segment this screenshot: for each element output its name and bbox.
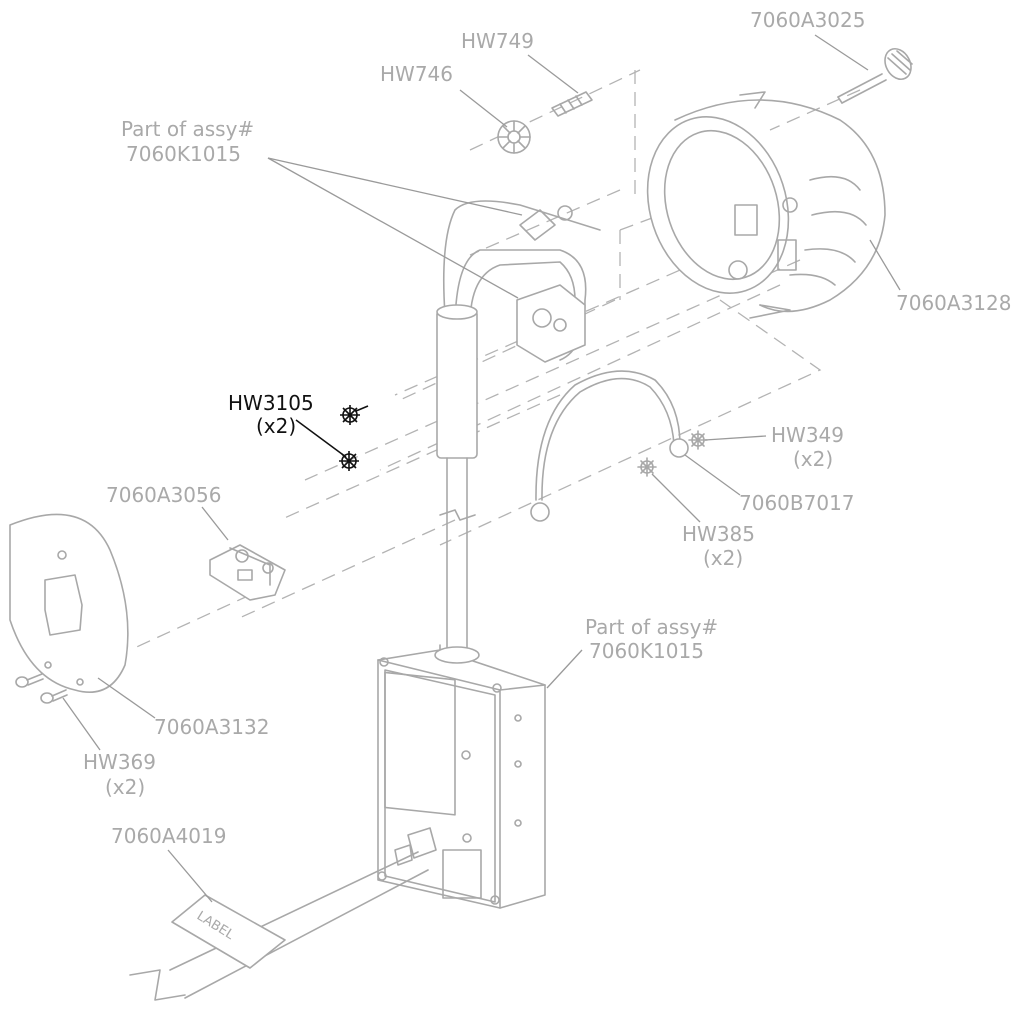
label-HW3105-line2: (x2) [256, 414, 296, 438]
label-7060A3132: 7060A3132 [154, 715, 269, 739]
bell-housing-7060A3128 [646, 91, 886, 319]
screws-HW369 [15, 673, 68, 704]
label-assy-2-line1: Part of assy# [585, 615, 718, 639]
spring-HW749 [551, 91, 593, 117]
star-washer-HW385 [637, 457, 657, 477]
label-HW349-line1: HW349 [771, 423, 844, 447]
label-tag-7060A4019: LABEL [129, 894, 286, 1001]
label-7060A3056: 7060A3056 [106, 483, 221, 507]
bracket-7060A3056 [209, 544, 286, 601]
label-HW385-line1: HW385 [682, 522, 755, 546]
label-HW349-line2: (x2) [793, 447, 833, 471]
callout-labels: 7060A3025 HW749 HW746 Part of assy# 7060… [83, 8, 1011, 848]
star-washer-HW349 [688, 430, 708, 450]
label-HW3105-line1: HW3105 [228, 391, 314, 415]
label-assy-1-line1: Part of assy# [121, 117, 254, 141]
label-HW369-line2: (x2) [105, 775, 145, 799]
label-HW385-line2: (x2) [703, 546, 743, 570]
enclosure-box [169, 644, 546, 999]
label-7060A3025: 7060A3025 [750, 8, 865, 32]
washer-HW746 [497, 120, 531, 154]
label-7060A3128: 7060A3128 [896, 291, 1011, 315]
pole-assembly [436, 200, 601, 649]
label-7060B7017: 7060B7017 [739, 491, 855, 515]
label-HW749: HW749 [461, 29, 534, 53]
ground-strap-7060B7017 [530, 370, 689, 522]
label-assy-1-line2: 7060K1015 [126, 142, 241, 166]
label-7060A4019: 7060A4019 [111, 824, 226, 848]
thumb-screw-7060A3025 [837, 47, 913, 104]
label-HW746: HW746 [380, 62, 453, 86]
label-assy-2-line2: 7060K1015 [589, 639, 704, 663]
leader-lines [62, 34, 901, 903]
mounting-plate-7060A3132 [9, 513, 129, 694]
label-HW369-line1: HW369 [83, 750, 156, 774]
star-washer-HW3105 [339, 405, 369, 471]
